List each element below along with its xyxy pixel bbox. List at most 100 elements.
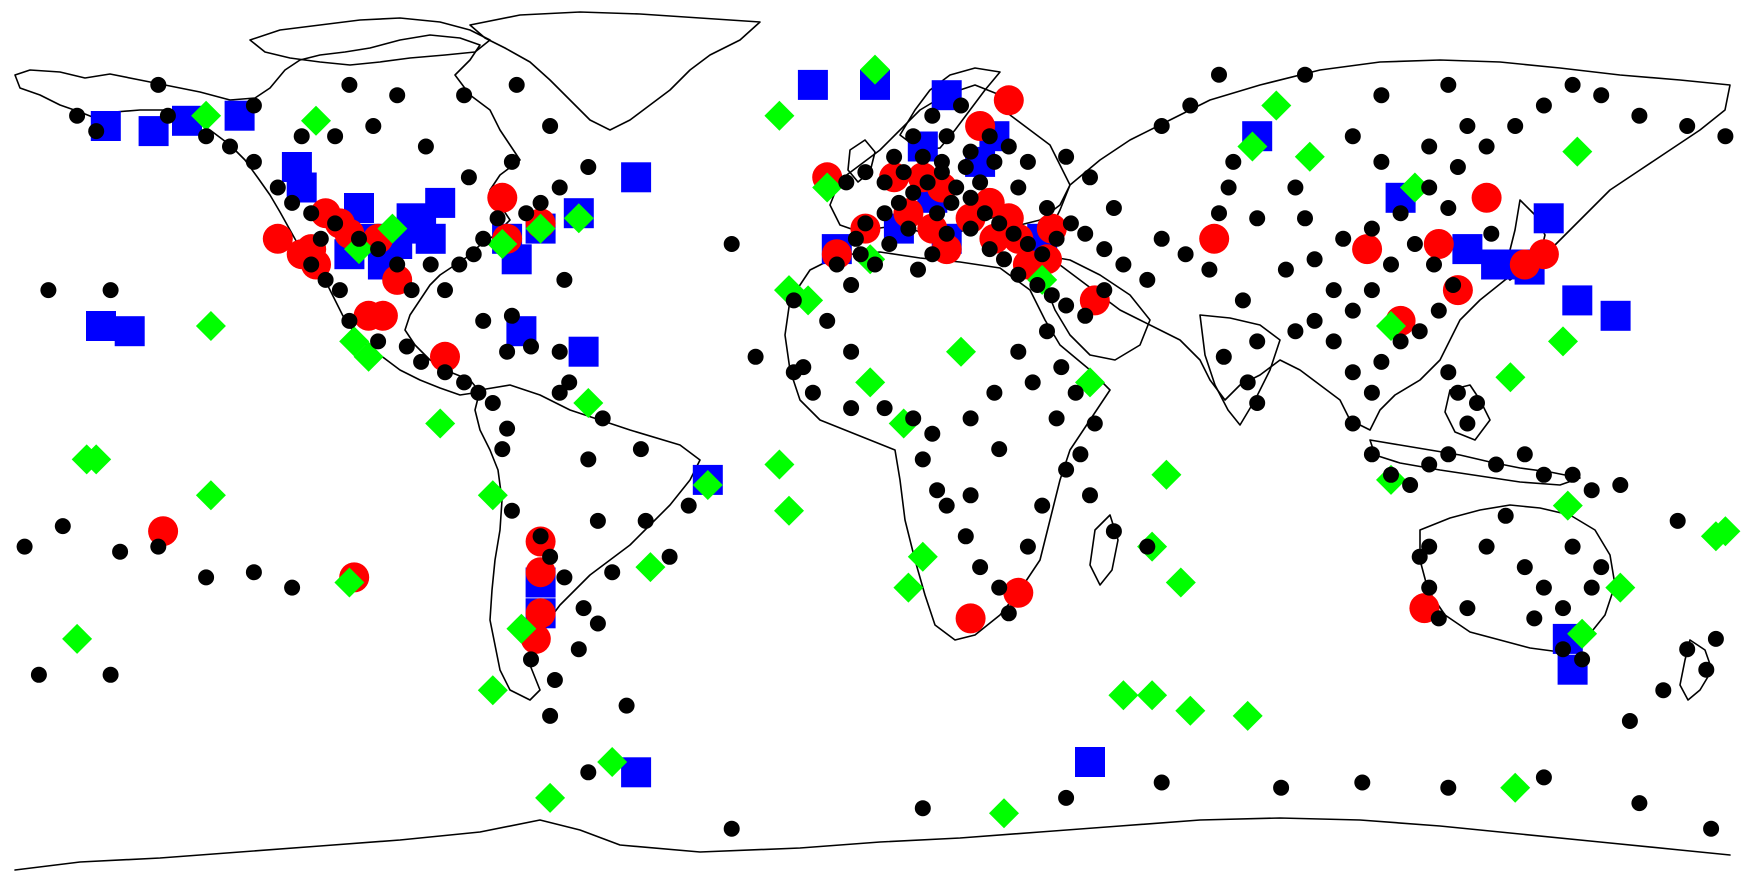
black-dot-marker [112, 543, 129, 560]
black-dot-marker [876, 205, 893, 222]
black-dot-marker [1488, 456, 1505, 473]
black-dot-marker [1631, 795, 1648, 812]
black-dot-marker [1010, 343, 1027, 360]
black-dot-marker [1335, 230, 1352, 247]
black-dot-marker [551, 384, 568, 401]
black-dot-marker [88, 123, 105, 140]
coastline-arabia [1039, 254, 1151, 361]
black-dot-marker [1583, 579, 1600, 596]
black-dot-marker [972, 559, 989, 576]
black-dot-marker [838, 174, 855, 191]
black-dot-marker [1039, 200, 1055, 216]
black-dot-marker [1077, 225, 1094, 242]
black-dot-marker [1392, 333, 1409, 350]
black-dot-marker [962, 143, 979, 160]
black-dot-marker [1535, 769, 1552, 786]
black-dot-marker [867, 256, 883, 273]
black-dot-marker [1354, 774, 1371, 791]
green-diamond-marker [812, 172, 843, 203]
black-dot-marker [1655, 682, 1672, 699]
black-dot-marker [1082, 169, 1098, 186]
black-dot-marker [914, 800, 931, 817]
black-dot-marker [1469, 395, 1485, 411]
black-dot-marker [570, 641, 587, 658]
black-dot-marker [465, 246, 482, 263]
green-diamond-marker [907, 541, 938, 572]
black-dot-marker [1058, 461, 1075, 478]
black-dot-marker [881, 236, 898, 252]
black-dot-marker [1612, 477, 1629, 493]
black-dot-marker [30, 666, 47, 683]
black-dot-marker [1297, 66, 1313, 83]
black-dot-marker [69, 107, 86, 124]
black-dot-marker [1421, 579, 1438, 596]
black-dot-marker [1583, 482, 1600, 499]
black-dot-marker [981, 128, 998, 145]
black-dot-marker [1211, 66, 1227, 83]
black-dot-marker [1564, 538, 1581, 555]
green-diamond-marker [774, 495, 804, 526]
black-dot-marker [1115, 256, 1132, 273]
coastline-new-zealand [1679, 639, 1713, 701]
green-diamond-marker [1495, 362, 1526, 393]
black-dot-marker [245, 153, 262, 170]
black-dot-marker [16, 538, 33, 555]
black-dot-marker [1273, 779, 1290, 796]
green-diamond-marker [563, 203, 594, 234]
black-dot-marker [804, 384, 821, 401]
coastline-indonesia [1369, 439, 1581, 486]
black-dot-marker [1363, 220, 1380, 237]
blue-square-marker [425, 187, 456, 218]
black-dot-marker [1440, 76, 1457, 93]
black-dot-marker [1010, 179, 1027, 196]
green-diamond-marker [692, 470, 723, 500]
black-dot-marker [341, 312, 358, 329]
black-dot-marker [1019, 153, 1036, 170]
black-dot-marker [1555, 641, 1571, 658]
black-dot-marker [1225, 153, 1242, 170]
black-dot-marker [905, 128, 922, 145]
black-dot-marker [1593, 87, 1610, 104]
black-dot-marker [632, 441, 649, 458]
black-dot-marker [580, 764, 597, 781]
black-dot-marker [1445, 277, 1462, 293]
black-dot-marker [594, 410, 611, 427]
black-dot-marker [1363, 384, 1380, 401]
black-dot-marker [962, 189, 979, 206]
black-dot-marker [1526, 610, 1543, 627]
black-dot-marker [819, 312, 836, 329]
black-dot-marker [1406, 236, 1423, 252]
green-diamond-marker [301, 105, 331, 136]
green-diamond-marker [1605, 572, 1636, 603]
coastline-arctic-islands [249, 17, 491, 66]
black-dot-marker [1564, 466, 1581, 483]
black-dot-marker [1507, 118, 1524, 134]
black-dot-marker [1535, 579, 1552, 596]
red-circle-marker [148, 516, 179, 547]
black-dot-marker [991, 441, 1008, 458]
black-dot-marker [54, 518, 71, 535]
green-diamond-marker [1232, 700, 1263, 731]
black-dot-marker [1177, 246, 1194, 263]
black-dot-marker [1344, 302, 1361, 319]
black-dot-marker [1096, 241, 1113, 258]
green-diamond-marker [191, 100, 222, 131]
black-dot-marker [1459, 600, 1476, 617]
black-dot-marker [523, 338, 539, 355]
black-dot-marker [1096, 282, 1113, 299]
black-dot-marker [1153, 230, 1170, 247]
black-dot-marker [150, 76, 167, 93]
blue-square-marker [1562, 285, 1593, 316]
markers-black-dots [16, 66, 1734, 837]
black-dot-marker [1024, 374, 1041, 391]
black-dot-marker [857, 215, 874, 232]
green-diamond-marker [339, 326, 370, 357]
red-circle-marker [1509, 249, 1540, 280]
black-dot-marker [198, 569, 215, 586]
black-dot-marker [1593, 559, 1610, 576]
red-circle-marker [1352, 234, 1383, 265]
black-dot-marker [991, 215, 1008, 232]
black-dot-marker [1048, 410, 1065, 427]
black-dot-marker [532, 194, 549, 211]
